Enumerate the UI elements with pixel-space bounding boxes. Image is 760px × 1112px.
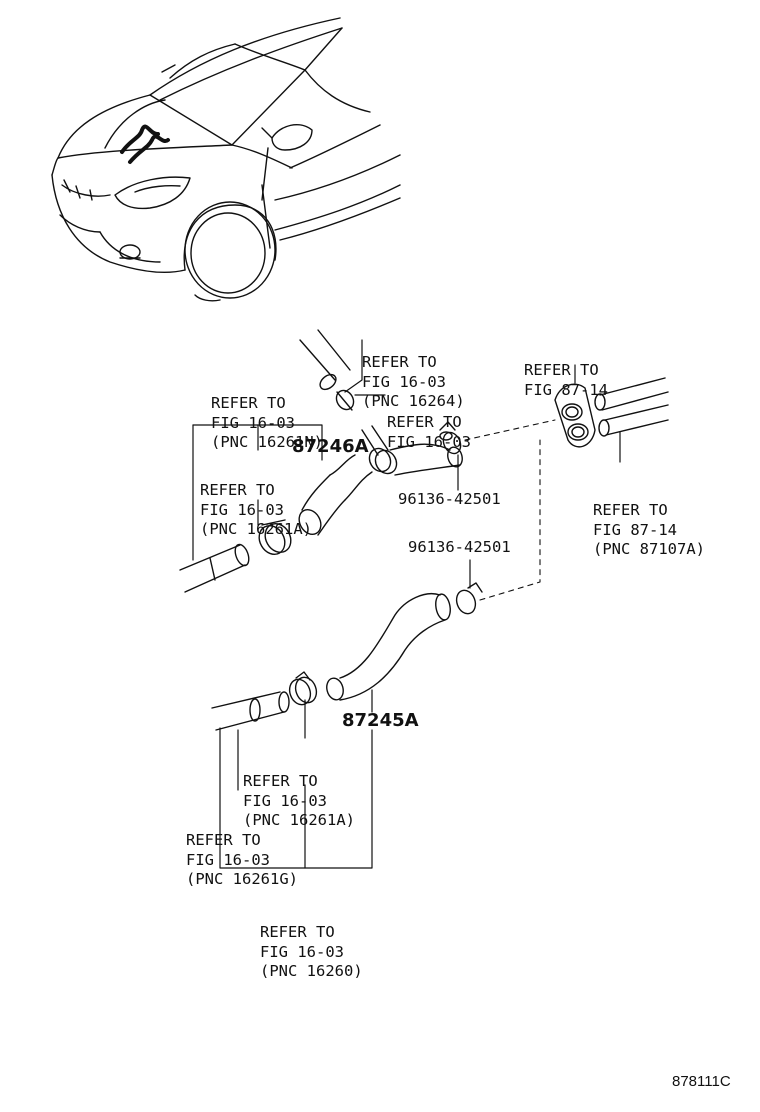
lower-hose-assembly <box>212 583 482 730</box>
dashed-connection-lines <box>465 420 555 600</box>
part-number-clamp-upper: 96136-42501 <box>398 490 501 508</box>
drawing-id: 878111C <box>672 1073 731 1090</box>
leader-lines <box>193 340 620 868</box>
part-number-87246a: 87246A <box>292 436 369 457</box>
vehicle-illustration <box>52 18 400 301</box>
part-number-87245a: 87245A <box>342 710 419 731</box>
part-number-clamp-lower: 96136-42501 <box>408 538 511 556</box>
grommet-and-pipes <box>555 378 668 447</box>
upper-hose-assembly <box>180 330 464 592</box>
